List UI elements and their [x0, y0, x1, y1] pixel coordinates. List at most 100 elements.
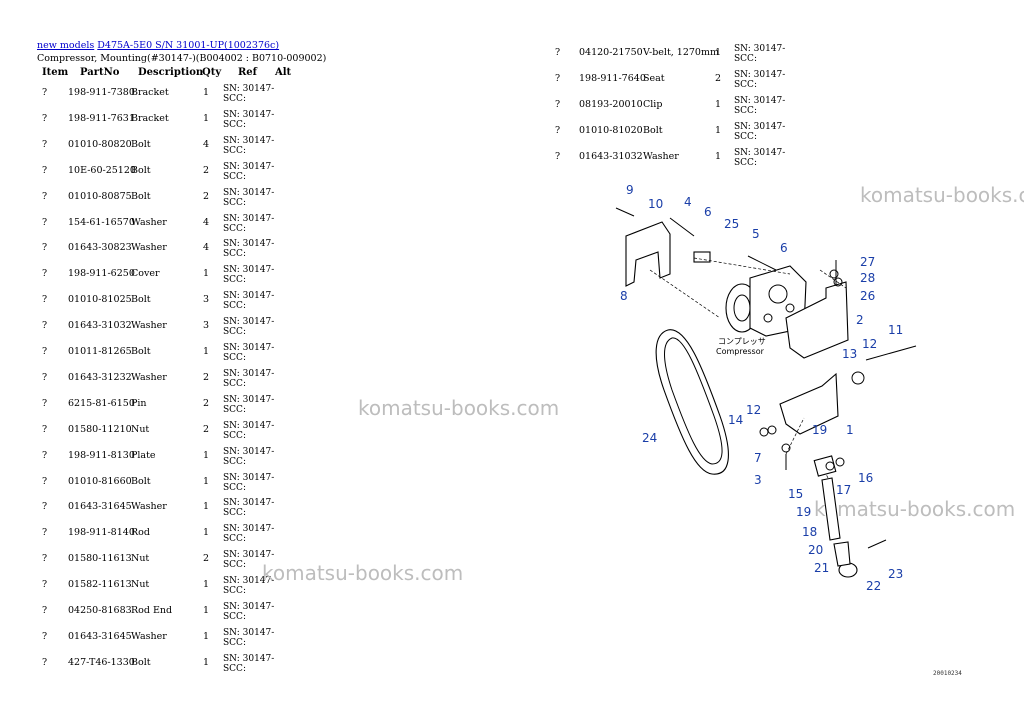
- cell-partno: 01010-80875: [68, 190, 132, 202]
- callout: 24: [642, 431, 657, 445]
- cell-qty: 1: [715, 98, 722, 110]
- cell-partno: 01010-81020: [579, 124, 643, 136]
- cell-partno: 01580-11210: [68, 423, 132, 435]
- cell-partno: 04250-81683: [68, 605, 132, 616]
- cell-description: Washer: [131, 630, 167, 642]
- watermark: komatsu-books.com: [358, 396, 560, 420]
- cell-partno: 198-911-7640: [579, 72, 646, 84]
- watermark: komatsu-books.com: [814, 497, 1016, 521]
- cell-qty: 1: [203, 449, 210, 461]
- cell-partno: 198-911-7380: [68, 87, 135, 98]
- cell-partno: 01010-81660: [68, 475, 132, 487]
- callout: 16: [858, 471, 873, 485]
- cell-qty: 1: [203, 605, 210, 616]
- cell-item: ?: [555, 150, 561, 162]
- exploded-parts-diagram: コンプレッサ Compressor: [615, 183, 917, 593]
- cell-description: Bolt: [131, 164, 151, 176]
- cell-description: Bracket: [131, 112, 169, 124]
- callout: 23: [888, 567, 903, 581]
- cell-ref: SN: 30147-SCC:: [223, 343, 275, 363]
- cell-partno: 01010-81025: [68, 294, 132, 306]
- cell-partno: 01643-31232: [68, 371, 132, 383]
- cell-description: Rod: [131, 527, 150, 539]
- cell-ref: SN: 30147-SCC:: [223, 653, 275, 674]
- cell-qty: 2: [203, 553, 210, 565]
- column-header-item: Item: [42, 67, 69, 78]
- cell-qty: 1: [203, 112, 210, 124]
- cell-ref: SN: 30147-SCC:: [223, 239, 275, 260]
- callout: 25: [724, 217, 739, 231]
- cell-item: ?: [42, 87, 48, 98]
- bolts-drawing: [615, 207, 917, 549]
- cell-ref: SN: 30147-SCC:: [223, 265, 275, 286]
- cell-qty: 2: [203, 164, 210, 176]
- cell-description: Cover: [131, 268, 160, 280]
- callout: 13: [842, 347, 857, 361]
- bracket-8-drawing: [625, 221, 671, 287]
- column-header-qty: Qty: [202, 67, 222, 78]
- callout: 2: [856, 313, 864, 327]
- cell-description: Pin: [131, 397, 147, 409]
- breadcrumb-link-new-models[interactable]: new models: [37, 40, 95, 51]
- cell-partno: 01643-30823: [68, 242, 132, 254]
- cell-description: Bolt: [131, 656, 151, 668]
- cell-partno: 01010-80820: [68, 138, 132, 150]
- cell-description: Nut: [131, 423, 150, 435]
- cell-qty: 1: [715, 47, 722, 58]
- cell-description: Nut: [131, 553, 150, 565]
- bracket-2-drawing: [785, 281, 849, 359]
- cell-description: V-belt, 1270mm: [643, 47, 719, 58]
- cell-ref: SN: 30147-SCC:: [223, 576, 275, 597]
- cell-qty: 4: [203, 242, 210, 254]
- cell-partno: 01643-31645: [68, 630, 132, 642]
- cell-qty: 2: [203, 397, 210, 409]
- cell-item: ?: [42, 579, 48, 591]
- callout: 11: [888, 323, 903, 337]
- breadcrumb-link-model[interactable]: D475A-5E0 S/N 31001-UP(1002376c): [97, 40, 280, 51]
- cell-item: ?: [42, 294, 48, 306]
- callout: 19: [796, 505, 811, 519]
- cell-ref: SN: 30147-SCC:: [223, 135, 275, 156]
- compressor-label: Compressor: [716, 347, 765, 356]
- callout: 28: [860, 271, 875, 285]
- cell-ref: SN: 30147-SCC:: [223, 550, 275, 571]
- cell-description: Plate: [131, 449, 156, 461]
- cell-ref: SN: 30147-SCC:: [223, 627, 275, 648]
- cell-item: ?: [42, 423, 48, 435]
- cell-qty: 1: [203, 501, 210, 513]
- page-subtitle: Compressor, Mounting(#30147-)(B004002 : …: [37, 53, 327, 64]
- cell-item: ?: [555, 72, 561, 84]
- callout: 18: [802, 525, 817, 539]
- cell-item: ?: [42, 527, 48, 539]
- cell-ref: SN: 30147-SCC:: [223, 84, 275, 104]
- callout: 27: [860, 255, 875, 269]
- callout: 10: [648, 197, 663, 211]
- cell-qty: 1: [203, 656, 210, 668]
- cell-partno: 198-911-8130: [68, 449, 135, 461]
- callout: 5: [752, 227, 760, 241]
- callout: 12: [862, 337, 877, 351]
- cell-partno: 154-61-16570: [68, 216, 135, 228]
- cell-partno: 427-T46-1330: [68, 656, 135, 668]
- cell-partno: 10E-60-25120: [68, 164, 136, 176]
- callout: 8: [620, 289, 628, 303]
- cell-description: Washer: [131, 320, 167, 332]
- cell-qty: 1: [203, 346, 210, 357]
- cell-item: ?: [42, 475, 48, 487]
- cell-description: Bracket: [131, 87, 169, 98]
- cell-partno: 01582-11613: [68, 579, 132, 591]
- cell-qty: 1: [203, 87, 210, 98]
- cell-description: Washer: [131, 242, 167, 254]
- cell-qty: 4: [203, 138, 210, 150]
- callout: 1: [846, 423, 854, 437]
- cell-description: Nut: [131, 579, 150, 591]
- callout: 22: [866, 579, 881, 593]
- cell-partno: 198-911-6250: [68, 268, 135, 280]
- cell-item: ?: [42, 320, 48, 332]
- cell-item: ?: [42, 112, 48, 124]
- cell-ref: SN: 30147-SCC:: [223, 187, 275, 208]
- cell-ref: SN: 30147-SCC:: [223, 291, 275, 312]
- drawing-code: 20010234: [933, 670, 962, 677]
- cell-partno: 01643-31032: [579, 150, 643, 162]
- callout: 20: [808, 543, 823, 557]
